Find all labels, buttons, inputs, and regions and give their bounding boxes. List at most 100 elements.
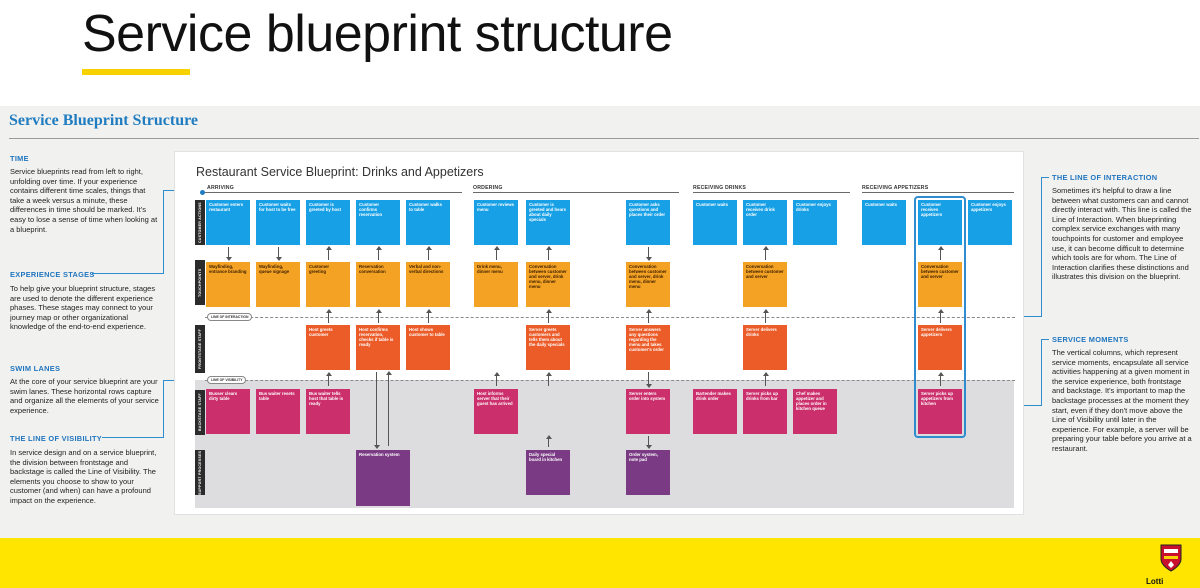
note-moments-text: The vertical columns, which represent se…: [1052, 348, 1192, 453]
flow-arrow: [375, 309, 382, 323]
flow-arrow: [545, 372, 552, 386]
line-of-visibility: [205, 380, 1015, 381]
card-touchpoint: Conversation between customer and server…: [526, 262, 570, 307]
note-time-heading: TIME: [10, 154, 29, 163]
card-customer: Customer enjoys drinks: [793, 200, 837, 245]
flow-arrow: [325, 309, 332, 323]
card-frontstage: Server answers any questions regarding t…: [626, 325, 670, 370]
stage-line-arriving: [205, 192, 462, 193]
flow-arrow: [325, 246, 332, 260]
card-customer: Customer confirms reservation: [356, 200, 400, 245]
bottom-band: [0, 538, 1200, 588]
flow-arrow: [275, 247, 282, 261]
card-customer: Customer waits: [862, 200, 906, 245]
crest-icon: [1160, 544, 1182, 572]
flow-arrow: [645, 372, 652, 388]
card-backstage: Server enters order into system: [626, 389, 670, 434]
flow-arrow: [385, 371, 392, 446]
lane-tab-frontstage: FRONTSTAGE STAFF: [195, 325, 205, 373]
stage-line-appetizers: [862, 192, 1014, 193]
card-frontstage: Host shows customer to table: [406, 325, 450, 370]
flow-arrow: [645, 309, 652, 323]
stage-line-ordering: [473, 192, 679, 193]
slide-title: Service blueprint structure: [82, 5, 673, 63]
card-touchpoint: Conversation between customer and server: [918, 262, 962, 307]
line-of-interaction-tag: LINE OF INTERACTION: [207, 313, 253, 321]
card-customer: Customer is greeted by host: [306, 200, 350, 245]
note-visibility-heading: THE LINE OF VISIBILITY: [10, 434, 103, 443]
card-frontstage: Host confirms reservation, checks if tab…: [356, 325, 400, 370]
lane-tab-customer: CUSTOMER ACTIONS: [195, 200, 205, 245]
card-backstage: Bartender makes drink order: [693, 389, 737, 434]
callout-interaction-top: [1041, 177, 1049, 178]
card-backstage: Chef makes appetizer and places order in…: [793, 389, 837, 434]
card-backstage: Server picks up appetizers from kitchen: [918, 389, 962, 434]
crest-text: Lotti: [1146, 577, 1164, 586]
flow-arrow: [762, 246, 769, 260]
card-support: Order system, note pad: [626, 450, 670, 495]
callout-moments-vline: [1041, 339, 1042, 406]
stage-arriving: ARRIVING: [207, 185, 234, 191]
card-support: Daily special board in kitchen: [526, 450, 570, 495]
note-visibility-text: In service design and on a service bluep…: [10, 448, 157, 505]
card-backstage: Server picks up drinks from bar: [743, 389, 787, 434]
callout-moments-top: [1041, 339, 1049, 340]
card-backstage: Bus waiter tells host that table is read…: [306, 389, 350, 434]
card-touchpoint: Reservation conversation: [356, 262, 400, 307]
note-interaction-text: Sometimes it's helpful to draw a line be…: [1052, 186, 1192, 282]
flow-arrow: [493, 246, 500, 260]
panel-title: Service Blueprint Structure: [9, 112, 199, 129]
card-frontstage: Server greets customers and tells them a…: [526, 325, 570, 370]
callout-stages-line: [92, 273, 164, 274]
flow-arrow: [545, 246, 552, 260]
flow-arrow: [493, 372, 500, 386]
flow-arrow: [545, 435, 552, 447]
card-touchpoint: Verbal and non-verbal directions: [406, 262, 450, 307]
note-stages-heading: EXPERIENCE STAGES: [10, 270, 95, 279]
card-touchpoint: Customer greeting: [306, 262, 350, 307]
flow-arrow: [762, 372, 769, 386]
callout-stages-vline: [163, 190, 164, 274]
note-interaction-heading: THE LINE OF INTERACTION: [1052, 173, 1158, 182]
service-moment-highlight: [914, 196, 966, 438]
stage-receiving-drinks: RECEIVING DRINKS: [693, 185, 747, 191]
stage-ordering: ORDERING: [473, 185, 503, 191]
card-customer: Customer enjoys appetizers: [968, 200, 1012, 245]
lane-tab-support: SUPPORT PROCESSES: [195, 450, 205, 495]
lane-tab-backstage: BACKSTAGE STAFF: [195, 390, 205, 435]
line-of-visibility-tag: LINE OF VISIBILITY: [207, 376, 247, 384]
lane-tab-touchpoints: TOUCHPOINTS: [195, 260, 205, 305]
flow-arrow: [373, 372, 380, 449]
flow-arrow: [425, 309, 432, 323]
flow-arrow: [645, 247, 652, 261]
note-stages-text: To help give your blueprint structure, s…: [10, 284, 156, 332]
card-backstage: Host informs server that their guest has…: [474, 389, 518, 434]
flow-arrow: [937, 372, 944, 386]
callout-interaction-vline: [1041, 177, 1042, 317]
card-touchpoint: Conversation between customer and server: [743, 262, 787, 307]
note-lanes-text: At the core of your service blueprint ar…: [10, 377, 159, 415]
card-backstage: Bus waiter resets table: [256, 389, 300, 434]
callout-interaction-line: [1015, 316, 1042, 317]
callout-visibility-line: [102, 437, 164, 438]
card-customer: Customer enters restaurant: [206, 200, 250, 245]
flow-arrow: [645, 436, 652, 449]
stage-start-dot: [200, 190, 205, 195]
card-backstage: Busser clears dirty table: [206, 389, 250, 434]
card-frontstage: Server delivers drinks: [743, 325, 787, 370]
card-frontstage: Server delivers appetizers: [918, 325, 962, 370]
title-underline: [82, 69, 190, 75]
flow-arrow: [937, 246, 944, 260]
card-customer: Customer asks questions and places their…: [626, 200, 670, 245]
note-moments-heading: SERVICE MOMENTS: [1052, 335, 1129, 344]
card-customer: Customer waits: [693, 200, 737, 245]
note-time-text: Service blueprints read from left to rig…: [10, 167, 158, 234]
card-customer: Customer reviews menu: [474, 200, 518, 245]
card-support: Reservation system: [356, 450, 410, 506]
card-customer: Customer receives appetizers: [918, 200, 962, 245]
callout-lanes-vline: [163, 380, 164, 438]
diagram-title: Restaurant Service Blueprint: Drinks and…: [196, 165, 484, 179]
card-customer: Customer waits for host to be free: [256, 200, 300, 245]
flow-arrow: [325, 372, 332, 386]
card-touchpoint: Wayfinding, queue signage: [256, 262, 300, 307]
